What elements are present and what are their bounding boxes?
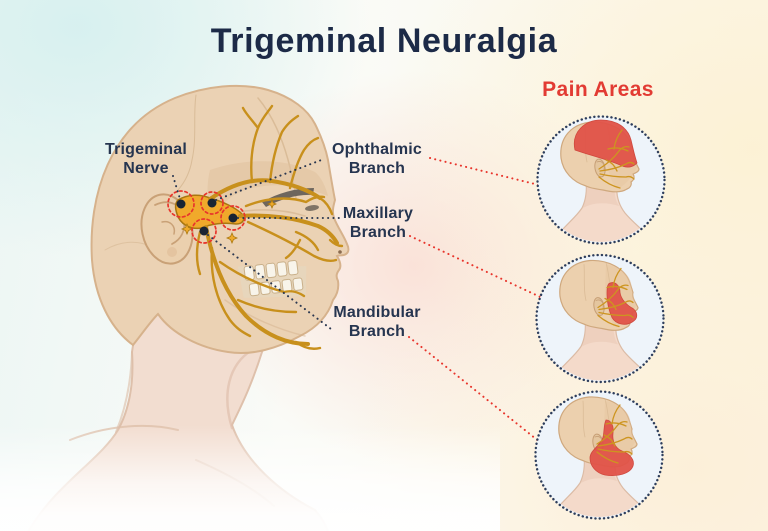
pain-areas-heading: Pain Areas (542, 78, 654, 101)
label-maxillary-branch: Maxillary Branch (308, 205, 448, 242)
label-line: Maxillary (342, 205, 414, 222)
ophthalmic-dot (207, 198, 217, 208)
pain-area-inset-ophthalmic (536, 115, 666, 245)
mandibular-dot (199, 226, 209, 236)
label-trigeminal-nerve: Trigeminal Nerve (76, 141, 216, 178)
page-title: Trigeminal Neuralgia (210, 22, 558, 60)
connector-maxillary (409, 235, 552, 303)
label-ophthalmic-branch: Ophthalmic Branch (307, 141, 447, 178)
ganglion-stars (180, 198, 278, 245)
bottom-fade (0, 425, 500, 531)
leader-mandibular (207, 234, 332, 330)
pain-area-inset-maxillary (535, 253, 665, 384)
connector-ophthalmic (429, 157, 552, 189)
maxillary-dot (228, 213, 238, 223)
eye (305, 205, 319, 211)
pain-area-inset-mandibular (534, 390, 664, 520)
mandibular-highlight-circle (191, 218, 217, 244)
label-leader-lines (172, 158, 341, 330)
ophthalmic-highlight-circle (200, 191, 224, 215)
label-line: Branch (348, 322, 406, 340)
nostril (338, 250, 342, 254)
label-line: Trigeminal (104, 141, 188, 158)
trigeminal-root-dot (176, 199, 186, 209)
leader-ophthalmic (215, 158, 325, 201)
label-line: Mandibular (333, 304, 421, 321)
label-line: Nerve (123, 159, 169, 177)
label-mandibular-branch: Mandibular Branch (307, 304, 447, 341)
maxillary-highlight-circle (220, 205, 246, 231)
trigeminal-root-highlight-circle (167, 190, 195, 218)
teeth (237, 260, 307, 298)
label-line: Branch (348, 159, 406, 177)
label-line: Ophthalmic (331, 141, 422, 158)
nerve-point-markers (167, 190, 246, 244)
connector-mandibular (408, 336, 552, 452)
label-line: Branch (349, 223, 407, 241)
trigeminal-nerve-network (174, 104, 344, 350)
